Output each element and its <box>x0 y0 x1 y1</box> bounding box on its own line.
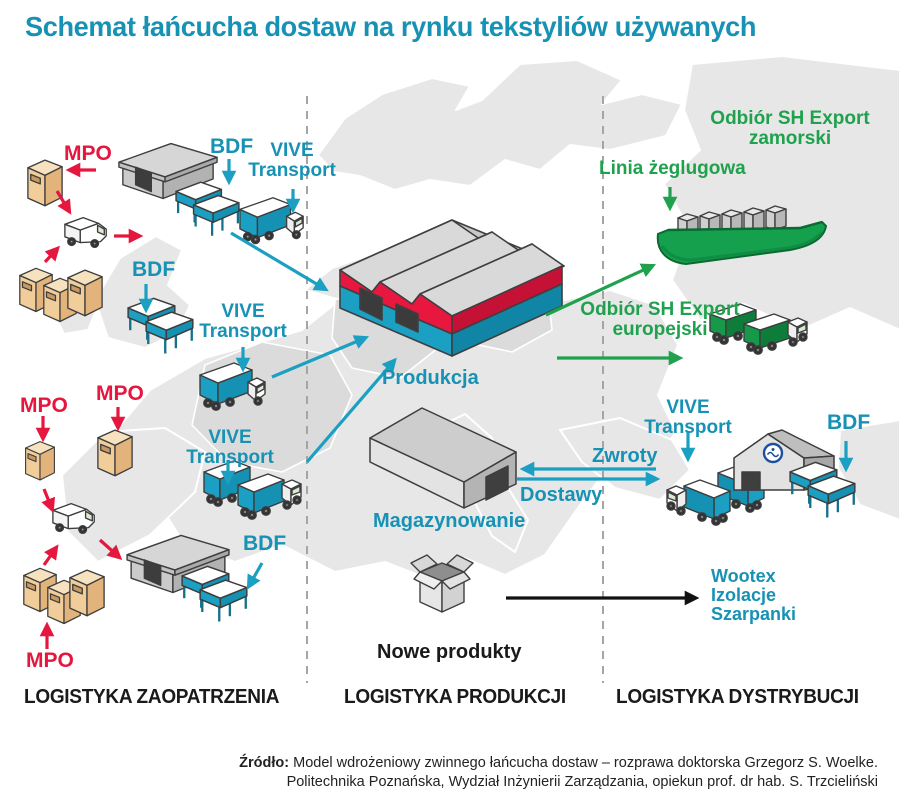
market-stalls-icon <box>788 460 858 522</box>
section-logistyka-dystrybucji: LOGISTYKA DYSTRYBUCJI <box>616 686 859 708</box>
production-plant-icon <box>339 219 565 357</box>
donation-container-icon <box>97 429 133 477</box>
vive-transport-label: VIVE Transport <box>199 301 287 342</box>
donation-container-icon <box>27 159 63 207</box>
vive-transport-label: VIVE Transport <box>248 140 336 181</box>
market-stalls-icon <box>174 180 242 240</box>
cardboard-box-icon <box>410 554 474 613</box>
vive-transport-label: VIVE Transport <box>186 427 274 468</box>
vive-box-truck-icon <box>239 197 304 245</box>
vive-transport-label: VIVE Transport <box>644 397 732 438</box>
odbior-sh-export-zamorski-label: Odbiór SH Export zamorski <box>710 108 870 149</box>
vive-box-truck-icon <box>199 362 266 411</box>
mpo-label: MPO <box>26 649 74 672</box>
mpo-label: MPO <box>20 394 68 417</box>
bdf-label: BDF <box>827 411 871 434</box>
bdf-label: BDF <box>243 532 287 555</box>
collection-van-icon <box>64 216 107 249</box>
zwroty-label: Zwroty <box>592 445 658 467</box>
donation-container-icon <box>69 569 105 617</box>
container-ship-icon <box>656 204 828 266</box>
magazynowanie-label: Magazynowanie <box>373 510 526 532</box>
collection-van-icon <box>52 502 95 535</box>
donation-container-icon <box>25 441 55 481</box>
source-citation: Źródło: Model wdrożeniowy zwinnego łańcu… <box>239 755 878 790</box>
page-title: Schemat łańcucha dostaw na rynku tekstyl… <box>25 11 757 42</box>
produkcja-label: Produkcja <box>382 367 479 389</box>
section-logistyka-produkcji: LOGISTYKA PRODUKCJI <box>344 686 566 708</box>
wootex-izolacje-szarpanki-label: Wootex Izolacje Szarpanki <box>711 566 797 624</box>
odbior-sh-export-europejski-label: Odbiór SH Export europejski <box>580 299 740 340</box>
nowe-produkty-label: Nowe produkty <box>377 641 522 663</box>
market-stalls-icon <box>126 296 196 358</box>
donation-container-icon <box>67 269 103 317</box>
section-logistyka-zaopatrzenia: LOGISTYKA ZAOPATRZENIA <box>24 686 280 708</box>
bdf-label: BDF <box>210 135 254 158</box>
dostawy-label: Dostawy <box>520 484 603 506</box>
mpo-label: MPO <box>64 142 112 165</box>
market-stalls-icon <box>180 564 250 626</box>
mpo-label: MPO <box>96 382 144 405</box>
source-prefix: Źródło: <box>239 755 290 771</box>
linia-zeglugowa-label: Linia żeglugowa <box>599 158 746 179</box>
bdf-label: BDF <box>132 258 176 281</box>
